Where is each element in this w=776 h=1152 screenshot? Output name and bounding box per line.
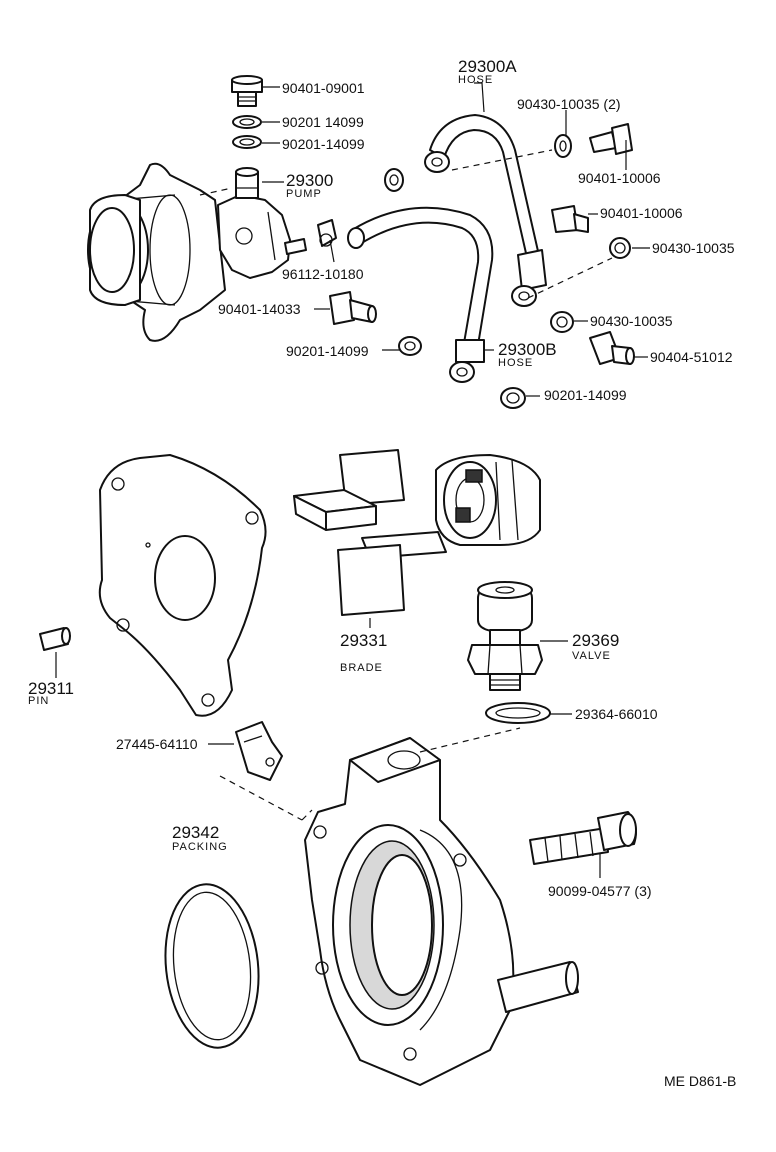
label-29369-sub: VALVE [572, 650, 611, 662]
label-27445-64110: 27445-64110 [116, 736, 198, 752]
end-plate [98, 454, 267, 717]
union-bolt-90401-10006-b [551, 205, 589, 233]
gasket-90430-10035-b [550, 311, 574, 333]
label-90201-14099-d: 90201-14099 [544, 387, 627, 403]
label-90430-10035-a: 90430-10035 [652, 240, 735, 256]
vacuum-pump-body [217, 167, 307, 279]
gasket-left-small [384, 168, 404, 192]
label-90401-10006-a: 90401-10006 [578, 170, 661, 186]
hose-29300A [424, 114, 547, 307]
rotor [435, 454, 541, 546]
gasket-90201-14099-d [500, 387, 526, 409]
label-96112-10180: 96112-10180 [282, 266, 364, 282]
clip-96112-10180 [317, 219, 337, 247]
label-29369: 29369 [572, 631, 619, 650]
gasket-90430-10035-a [609, 237, 631, 259]
part-labels: 90401-09001 90201 14099 90201-14099 2930… [28, 57, 736, 1089]
gasket-90201-14099-b [232, 135, 262, 149]
gasket-90201-14099-a [232, 115, 262, 129]
drawing-code: ME D861-B [664, 1073, 736, 1089]
label-29300A: 29300A [458, 57, 517, 76]
label-29300-sub: PUMP [286, 188, 322, 200]
label-29331: 29331 [340, 631, 387, 650]
label-90099-04577: 90099-04577 (3) [548, 883, 652, 899]
alternator-housing [87, 162, 226, 342]
union-bolt-90401-10006-a [589, 123, 633, 155]
label-29342: 29342 [172, 823, 219, 842]
packing-29342 [164, 883, 260, 1049]
hose-29300B [347, 206, 494, 383]
label-29364-66010: 29364-66010 [575, 706, 658, 722]
valve-29369 [467, 581, 543, 691]
label-90404-51012: 90404-51012 [650, 349, 733, 365]
label-90430-10035-b: 90430-10035 [590, 313, 673, 329]
label-90401-09001: 90401-09001 [282, 80, 365, 96]
label-90201-14099-b: 90201-14099 [282, 136, 365, 152]
leader-lines [55, 82, 650, 878]
blades-29331 [293, 449, 447, 616]
label-29331-sub: BRADE [340, 662, 383, 674]
union-bolt-90401-14033 [329, 291, 377, 325]
label-29311: 29311 [28, 679, 74, 698]
label-29300: 29300 [286, 171, 333, 190]
label-90201-14099-c: 90201-14099 [286, 343, 369, 359]
pump-housing [304, 737, 579, 1086]
label-29311-sub: PIN [28, 695, 49, 707]
label-90401-10006-b: 90401-10006 [600, 205, 683, 221]
bolt-90099-04577 [529, 811, 637, 865]
clamp-27445-64110 [235, 721, 283, 781]
label-29300B: 29300B [498, 340, 557, 359]
bolt-90401-09001 [231, 75, 263, 107]
label-29300B-sub: HOSE [498, 357, 533, 369]
label-90201-14099-a: 90201 14099 [282, 114, 364, 130]
label-90430-10035-2: 90430-10035 (2) [517, 96, 621, 112]
gasket-90201-14099-c [398, 336, 422, 356]
gasket-90430-10035-top [554, 134, 572, 158]
gasket-29364-66010 [485, 702, 551, 724]
pin-29311 [39, 627, 71, 651]
label-90401-14033: 90401-14033 [218, 301, 301, 317]
label-29300A-sub: HOSE [458, 74, 493, 86]
label-29342-sub: PACKING [172, 841, 228, 853]
union-bolt-90404-51012 [589, 331, 635, 365]
